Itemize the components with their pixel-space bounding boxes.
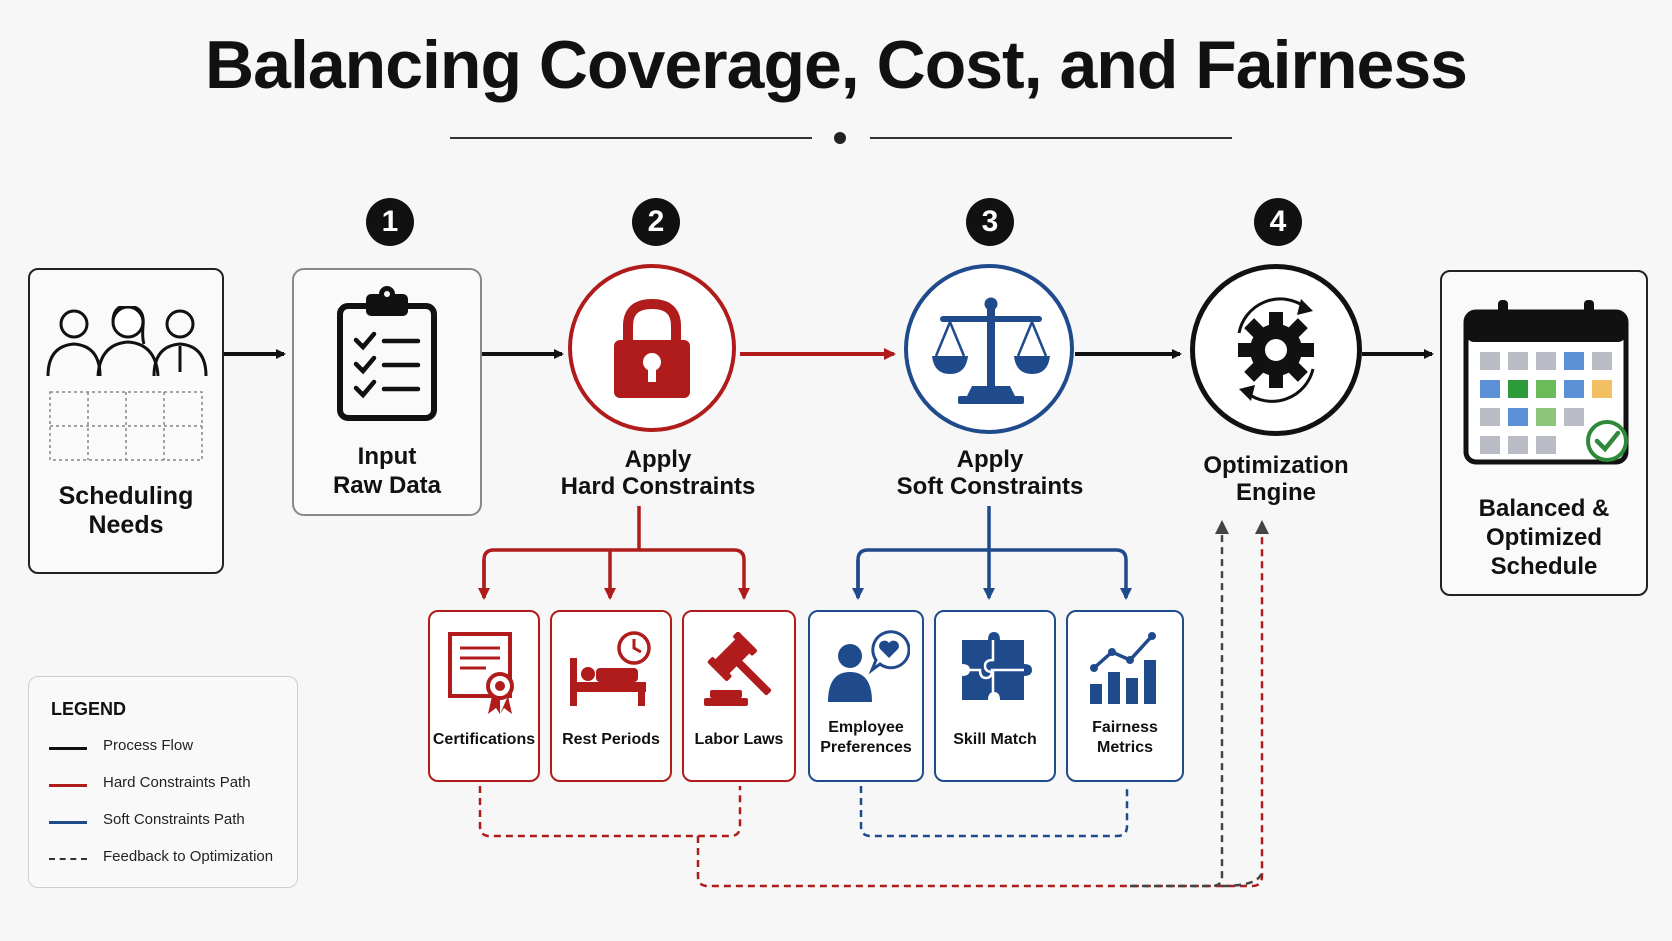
input-raw-data-box: Input Raw Data bbox=[292, 268, 482, 516]
optimization-engine-node bbox=[1190, 264, 1362, 436]
rest-periods-box: Rest Periods bbox=[550, 610, 672, 782]
legend-swatch bbox=[49, 821, 87, 824]
gavel-icon bbox=[704, 632, 772, 706]
labor-laws-label: Labor Laws bbox=[694, 731, 784, 748]
fairness-metrics-label: Fairness Metrics bbox=[1092, 719, 1158, 756]
input-raw-data-label: Input Raw Data bbox=[332, 443, 442, 499]
legend-label: Process Flow bbox=[103, 737, 194, 754]
employee-preferences-label: Employee Preferences bbox=[820, 719, 912, 756]
certifications-label: Certifications bbox=[432, 731, 536, 748]
soft-constraints-label: Apply Soft Constraints bbox=[896, 446, 1084, 500]
puzzle-icon bbox=[962, 632, 1032, 700]
person-heart-icon bbox=[828, 630, 910, 702]
legend-label: Feedback to Optimization bbox=[103, 848, 274, 865]
legend-item-process-flow: Process Flow bbox=[49, 736, 289, 758]
gear-cycle-icon bbox=[1237, 297, 1315, 403]
legend-item-hard-constraints: Hard Constraints Path bbox=[49, 773, 289, 795]
soft-constraints-node bbox=[904, 264, 1074, 434]
hard-constraints-branches bbox=[478, 506, 750, 600]
legend-item-soft-constraints: Soft Constraints Path bbox=[49, 810, 289, 832]
step-4-badge: 4 bbox=[1254, 198, 1302, 246]
legend-swatch bbox=[49, 747, 87, 750]
hard-constraints-node bbox=[568, 264, 736, 432]
legend-swatch bbox=[49, 784, 87, 787]
step-2-badge: 2 bbox=[632, 198, 680, 246]
scheduling-needs-box: Scheduling Needs bbox=[28, 268, 224, 574]
certifications-box: Certifications bbox=[428, 610, 540, 782]
people-icon bbox=[46, 306, 208, 377]
employee-preferences-box: Employee Preferences bbox=[808, 610, 924, 782]
rest-periods-label: Rest Periods bbox=[562, 731, 660, 748]
feedback-paths bbox=[478, 520, 1269, 888]
calendar-check-icon bbox=[1463, 300, 1629, 465]
balanced-schedule-box: Balanced & Optimized Schedule bbox=[1440, 270, 1648, 596]
diagram-title: Balancing Coverage, Cost, and Fairness bbox=[205, 27, 1468, 103]
skill-match-label: Skill Match bbox=[953, 731, 1037, 748]
bed-clock-icon bbox=[570, 631, 651, 706]
step-1-badge: 1 bbox=[366, 198, 414, 246]
schedule-grid-icon bbox=[49, 391, 203, 461]
hard-constraints-label: Apply Hard Constraints bbox=[560, 446, 756, 500]
legend: LEGEND Process Flow Hard Constraints Pat… bbox=[28, 676, 298, 888]
scales-icon bbox=[932, 297, 1050, 404]
legend-label: Soft Constraints Path bbox=[103, 811, 245, 828]
balanced-schedule-label: Balanced & Optimized Schedule bbox=[1478, 495, 1610, 580]
fairness-metrics-box: Fairness Metrics bbox=[1066, 610, 1184, 782]
legend-swatch bbox=[49, 858, 87, 860]
certificate-icon bbox=[448, 632, 514, 714]
legend-label: Hard Constraints Path bbox=[103, 774, 251, 791]
skill-match-box: Skill Match bbox=[934, 610, 1056, 782]
legend-item-feedback: Feedback to Optimization bbox=[49, 847, 289, 869]
legend-title: LEGEND bbox=[51, 699, 127, 719]
soft-constraints-branches bbox=[852, 506, 1132, 600]
labor-laws-box: Labor Laws bbox=[682, 610, 796, 782]
clipboard-checklist-icon bbox=[337, 286, 437, 421]
padlock-icon bbox=[614, 298, 690, 398]
optimization-engine-label: Optimization Engine bbox=[1203, 452, 1349, 506]
scheduling-needs-label: Scheduling Needs bbox=[58, 482, 194, 539]
bar-chart-icon bbox=[1090, 632, 1156, 704]
step-3-badge: 3 bbox=[966, 198, 1014, 246]
